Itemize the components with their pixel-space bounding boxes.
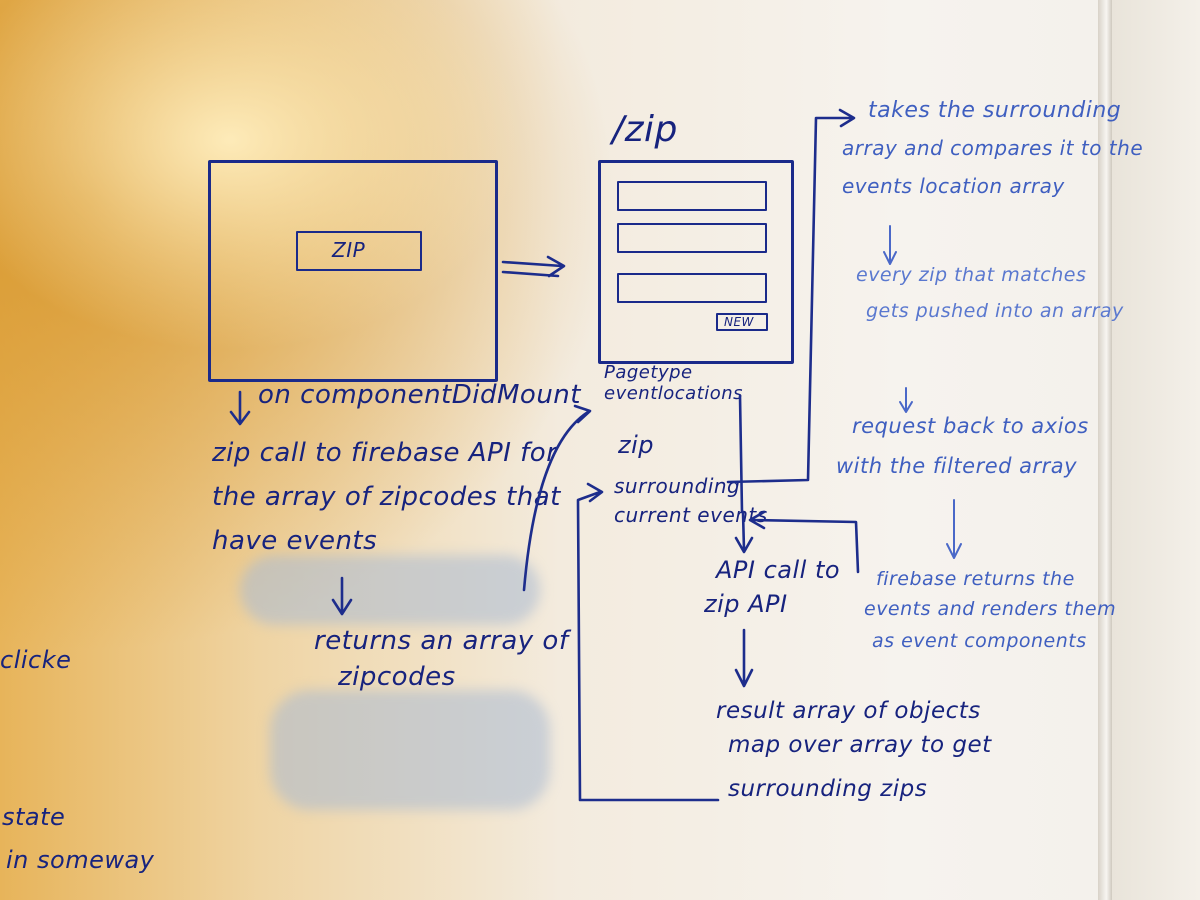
returns-line: returns an array of [314,626,569,656]
result-line: map over array to get [728,732,992,758]
render-line: firebase returns the [876,568,1075,590]
compare-line: takes the surrounding [868,98,1122,123]
returns-line: zipcodes [338,662,456,692]
eraser-smudge [270,690,550,810]
firebase-call-line: zip call to firebase API for [212,438,558,468]
state-bracket [738,394,744,514]
home-screen-wireframe: ZIP [208,160,498,382]
left-edge-line: clicke [0,646,72,674]
form-field-sketch [617,181,767,211]
api-to-result-arrow [734,628,754,688]
returns-to-eventlocations-arrow [522,404,592,592]
render-line: as event components [872,630,1087,652]
to-api-arrow [734,510,754,554]
match-down-arrow [899,387,913,413]
compare-line: array and compares it to the [842,136,1144,160]
screen-to-zip-arrow [501,255,566,278]
state-line: zip [618,431,654,459]
match-line: gets pushed into an array [866,300,1124,322]
state-line: Pagetype [604,362,693,383]
result-to-surrounding-arrow [576,482,720,802]
compare-down-arrow [883,225,897,265]
new-button-label: NEW [724,315,754,329]
form-field-sketch [617,223,767,253]
left-edge-line: state [2,803,66,831]
zip-button-label: ZIP [332,238,366,262]
zip-route-label: /zip [612,109,678,150]
request-line: with the filtered array [836,454,1078,478]
request-down-arrow [946,499,962,559]
zip-api-line: zip API [704,590,788,618]
render-line: events and renders them [864,598,1117,620]
result-line: surrounding zips [728,776,928,802]
state-line: current events [614,503,768,527]
lifecycle-label: on componentDidMount [258,380,581,410]
render-feedback-arrow [748,510,860,574]
eraser-smudge [240,555,540,625]
firebase-call-line: have events [212,526,378,556]
left-edge-line: in someway [6,846,155,874]
compare-line: events location array [842,174,1065,198]
form-field-sketch [617,273,767,303]
zip-page-wireframe: NEW [598,160,794,364]
mount-down-arrow [229,390,251,426]
zip-input-sketch: ZIP [296,231,422,271]
result-line: result array of objects [716,698,981,724]
match-line: every zip that matches [856,264,1087,286]
state-line: surrounding [614,474,741,498]
state-line: eventlocations [604,383,744,404]
zip-api-line: API call to [716,556,841,584]
returns-down-arrow [331,576,353,616]
screen-to-zip-arrow [501,270,560,278]
whiteboard-frame [1098,0,1112,900]
wall [1112,0,1200,900]
request-line: request back to axios [852,414,1089,438]
firebase-call-line: the array of zipcodes that [212,482,561,512]
surrounding-to-compare-arrow [726,108,856,484]
new-button-sketch: NEW [716,313,768,331]
